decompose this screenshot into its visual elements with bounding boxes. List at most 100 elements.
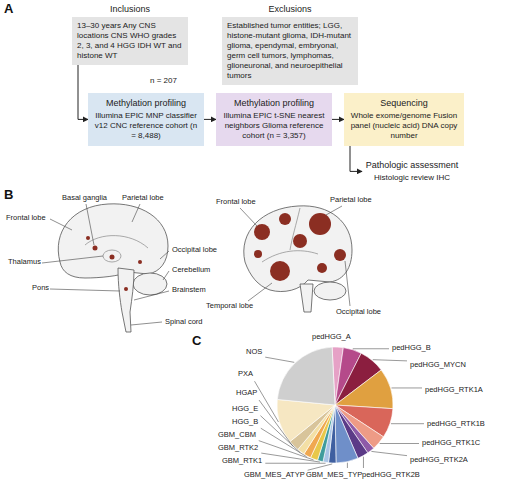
pie-leader-line [371,451,407,455]
pie-label: GBM_RTK1 [222,457,262,466]
sylvian-fissure [262,251,318,262]
tumor-dot [317,263,327,273]
cerebellum-sagittal [133,273,167,295]
annotation-label: Temporal lobe [206,302,253,311]
tumor-dot [334,249,346,261]
pie-chart [277,347,393,463]
brain-lateral-outline [244,206,352,292]
tumor-dot [93,246,98,251]
pie-leader-line [259,441,314,460]
pie-leader-line [259,400,293,446]
tumor-dot [110,255,115,260]
box-body: 13–30 years Any CNS locations CNS WHO gr… [72,17,188,65]
leader-line [248,283,272,301]
pie-leader-line [373,360,407,361]
pie-slice [277,347,335,405]
flow-arrow [332,119,344,120]
box-text: Illumina EPIC MNP classifier v12 CNC ref… [94,111,198,141]
tumor-dot [138,260,142,264]
tumor-dot [124,287,128,291]
flow-box: Pathologic assessmentHistologic review I… [362,158,462,185]
box-text: Illumina EPIC t-SNE nearest neighbors Gl… [222,111,326,141]
leader-line [132,204,140,222]
tumor-dot [293,234,307,248]
panel-letter: B [4,188,13,203]
flow-arrow [350,146,362,172]
box-heading: Exclusions [222,4,358,15]
pie-leader-line [308,464,333,470]
brainstem-lateral [300,284,313,312]
pie-label: pedHGG_RTK1C [422,439,480,448]
leader-line [345,261,350,306]
pie-label: pedHGG_B [392,344,431,353]
pie-label: GBM_MES_ATYP [244,471,305,480]
pie-label: HGG_B [232,418,258,427]
pie-label: HGAP [236,389,257,398]
tumor-dot [309,213,331,235]
pie-leader-line [391,387,422,388]
box-heading: Methylation profiling [94,98,198,109]
flow-box: ExclusionsEstablished tumor entities; LG… [222,4,358,85]
pie-label: HGG_E [232,405,258,414]
tumor-dot [279,213,291,225]
pie-label: pedHGG_A [312,333,351,342]
pie-label: pedHGG_RTK2A [410,456,468,465]
box-body: Established tumor entities; LGG, histone… [222,17,358,85]
flow-box: SequencingWhole exome/genome Fusion pane… [344,93,464,146]
pie-slice [277,399,335,441]
pie-label: GBM_RTK2 [218,444,258,453]
thalamus-shape [103,250,121,262]
leader-line [240,208,257,226]
pie-label: pedHGG_RTK1A [425,386,483,395]
leader-line [160,251,169,259]
box-heading: Methylation profiling [222,98,326,109]
brain-sagittal-outline [58,204,168,278]
panel-letter: C [192,334,201,349]
pie-label: NOS [246,348,262,357]
flow-arrow [78,65,88,120]
pie-label: GBM_MES_TYP [306,471,362,480]
annotation-label: Parietal lobe [330,196,372,205]
pie-label: PXA [238,370,253,379]
leader-line [50,219,72,230]
pie-label: pedHGG_RTK1B [427,420,485,429]
box-heading: Inclusions [72,4,188,15]
leader-line [326,206,342,215]
annotation-label: Spinal cord [165,318,203,327]
pie-leader-line [391,423,424,424]
box-heading: Sequencing [350,98,458,109]
annotation-label: Pons [32,284,49,293]
pie-label: GBM_CBM [218,431,256,440]
box-text: Established tumor entities; LGG, histone… [227,21,353,81]
tumor-dot [254,250,262,258]
annotation-label: Frontal lobe [6,214,46,223]
annotation-label: Basal ganglia [62,194,107,203]
annotation-label: Parietal lobe [122,194,164,203]
panel-letter: A [4,2,13,17]
flow-box: Methylation profilingIllumina EPIC MNP c… [88,93,204,146]
leader-line [42,256,103,263]
pie-slice [335,405,358,463]
annotation-label: Occipital lobe [172,246,217,255]
box-text: 13–30 years Any CNS locations CNS WHO gr… [77,21,183,61]
annotation-label: Occipital lobe [336,308,381,317]
box-text: Histologic review IHC [364,173,460,183]
pie-leader-line [347,463,348,468]
tumor-dot [254,224,270,240]
pie-slice [335,370,393,409]
leader-line [134,291,169,300]
annotation-label: Frontal lobe [216,198,256,207]
pie-label: pedHGG_RTK2B [362,471,420,480]
box-heading: Pathologic assessment [364,160,460,171]
annotation-label: Thalamus [8,258,41,267]
annotation-label: n = 207 [150,76,177,85]
leader-line [86,204,94,245]
flow-arrow [204,119,216,120]
pie-leader-line [265,357,294,362]
pie-leader-line [353,348,389,349]
tumor-dot [86,236,90,240]
pie-leader-line [380,443,419,444]
pie-leader-line [255,381,279,422]
box-text: Whole exome/genome Fusion panel (nucleic… [350,111,458,141]
annotation-label: Cerebellum [172,266,210,275]
